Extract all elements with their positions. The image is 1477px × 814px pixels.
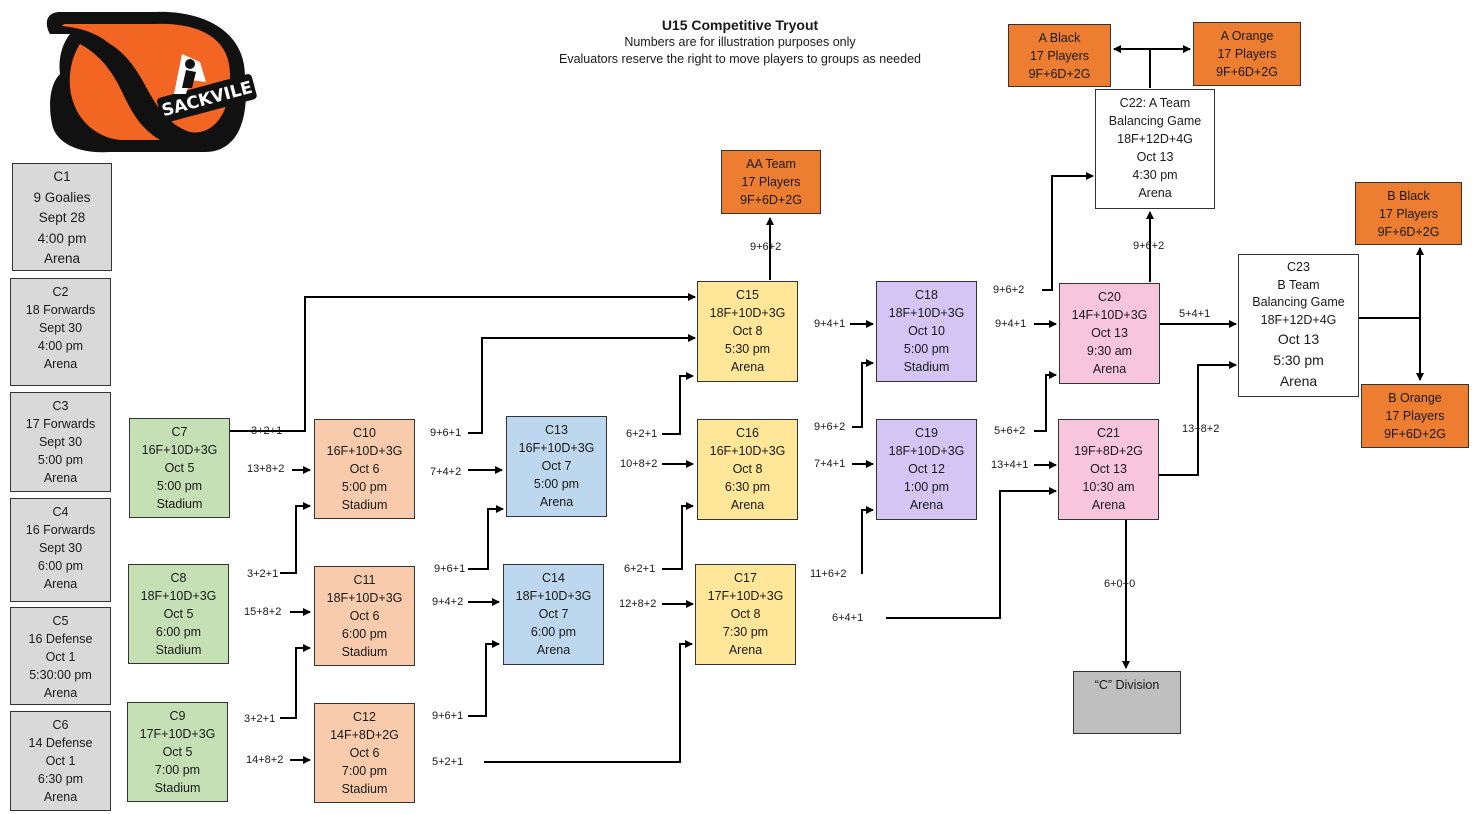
flow-label: 3+2+1 — [251, 425, 283, 437]
connector-c9-c11 — [280, 644, 311, 719]
team-a-orange: A Orange 17 Players 9F+6D+2G — [1193, 22, 1301, 86]
session-c13: C13 16F+10D+3G Oct 7 5:00 pm Arena — [506, 416, 607, 517]
connector-c21-c23 — [1158, 361, 1237, 476]
flow-label: 6+4+1 — [832, 612, 864, 624]
header-note: Evaluators reserve the right to move pla… — [558, 52, 921, 66]
diagram-header: U15 Competitive Tryout Numbers are for i… — [520, 16, 960, 68]
flow-label: 9+6+2 — [814, 421, 846, 433]
session-c5: C5 16 Defense Oct 1 5:30:00 pm Arena — [10, 607, 111, 705]
flow-label: 12+8+2 — [619, 598, 657, 610]
flow-label: 6+2+1 — [624, 563, 656, 575]
flow-label: 6+2+1 — [626, 428, 658, 440]
header-note: Numbers are for illustration purposes on… — [624, 35, 856, 49]
connector-c10-c15 — [468, 334, 696, 434]
connector-c12-c17 — [484, 640, 693, 763]
flow-label: 9+6+1 — [432, 710, 464, 722]
flow-label: 9+6+1 — [430, 427, 462, 439]
session-c6: C6 14 Defense Oct 1 6:30 pm Arena — [10, 711, 111, 811]
flow-label: 9+6+2 — [750, 241, 782, 253]
page-title: U15 Competitive Tryout — [661, 17, 819, 33]
flow-label: 13+8+2 — [1182, 423, 1220, 435]
session-c21: C21 19F+8D+2G Oct 13 10:30 am Arena — [1058, 419, 1159, 520]
flow-label: 9+6+2 — [993, 284, 1025, 296]
connector-c8-c10 — [280, 502, 311, 574]
session-c14: C14 18F+10D+3G Oct 7 6:00 pm Arena — [503, 564, 604, 665]
session-c8: C8 18F+10D+3G Oct 5 6:00 pm Stadium — [128, 564, 229, 664]
flow-label: 10+8+2 — [620, 458, 658, 470]
flow-label: 3+2+1 — [244, 713, 276, 725]
flow-label: 6+0+0 — [1104, 578, 1136, 590]
session-c20: C20 14F+10D+3G Oct 13 9:30 am Arena — [1059, 283, 1160, 384]
session-c17: C17 17F+10D+3G Oct 8 7:30 pm Arena — [695, 564, 796, 665]
flow-label: 13+8+2 — [247, 463, 285, 475]
sackville-flyers-logo: SACKVILE — [46, 11, 257, 153]
session-c16: C16 16F+10D+3G Oct 8 6:30 pm Arena — [697, 419, 798, 520]
flow-label: 9+4+2 — [432, 596, 464, 608]
team-a-black: A Black 17 Players 9F+6D+2G — [1008, 24, 1111, 87]
session-c23: C23 B Team Balancing Game 18F+12D+4G Oct… — [1238, 254, 1359, 397]
session-c1: C1 9 Goalies Sept 28 4:00 pm Arena — [12, 163, 112, 271]
team-b-black: B Black 17 Players 9F+6D+2G — [1355, 182, 1462, 245]
flow-label: 11+6+2 — [810, 568, 847, 580]
flow-label: 15+8+2 — [244, 606, 282, 618]
flow-label: 9+6+1 — [434, 563, 466, 575]
session-c3: C3 17 Forwards Sept 30 5:00 pm Arena — [10, 392, 111, 492]
team-b-orange: B Orange 17 Players 9F+6D+2G — [1361, 384, 1469, 448]
flow-label: 9+4+1 — [995, 318, 1027, 330]
flow-label: 5+6+2 — [994, 425, 1026, 437]
connector-c17-c19 — [861, 506, 874, 574]
session-c2: C2 18 Forwards Sept 30 4:00 pm Arena — [10, 278, 111, 386]
flow-label: 13+4+1 — [991, 459, 1029, 471]
connector-c18-c22 — [1042, 172, 1094, 291]
session-c18: C18 18F+10D+3G Oct 10 5:00 pm Stadium — [876, 281, 977, 382]
c-division: “C” Division — [1073, 671, 1181, 734]
flow-label: 5+2+1 — [432, 756, 464, 768]
connector-c14-c16 — [662, 502, 694, 570]
connector-c19-c20 — [1034, 371, 1057, 432]
session-c7: C7 16F+10D+3G Oct 5 5:00 pm Stadium — [129, 418, 230, 518]
connector-c12-c14 — [468, 640, 500, 717]
session-c19: C19 18F+10D+3G Oct 12 1:00 pm Arena — [876, 419, 977, 520]
session-c15: C15 18F+10D+3G Oct 8 5:30 pm Arena — [697, 281, 798, 382]
flow-label: 5+4+1 — [1179, 308, 1211, 320]
connector-c16-c18 — [852, 359, 874, 428]
session-c12: C12 14F+8D+2G Oct 6 7:00 pm Stadium — [314, 703, 415, 803]
session-c4: C4 16 Forwards Sept 30 6:00 pm Arena — [10, 498, 111, 602]
connector-c13-c15 — [662, 372, 694, 435]
flow-label: 9+4+1 — [814, 318, 846, 330]
flow-label: 3+2+1 — [247, 568, 279, 580]
flow-label: 9+6+2 — [1133, 240, 1165, 252]
flow-label: 7+4+2 — [430, 466, 462, 478]
connector-c17-c21 — [886, 487, 1057, 619]
flow-label: 7+4+1 — [814, 458, 846, 470]
session-c10: C10 16F+10D+3G Oct 6 5:00 pm Stadium — [314, 419, 415, 519]
connector-c7-c15 — [230, 293, 696, 432]
flow-label: 14+8+2 — [246, 754, 284, 766]
connector-c11-c13 — [468, 505, 504, 570]
session-c22: C22: A Team Balancing Game 18F+12D+4G Oc… — [1095, 89, 1215, 209]
session-c9: C9 17F+10D+3G Oct 5 7:00 pm Stadium — [127, 702, 228, 802]
session-c11: C11 18F+10D+3G Oct 6 6:00 pm Stadium — [314, 566, 415, 666]
team-aa: AA Team 17 Players 9F+6D+2G — [721, 150, 821, 214]
